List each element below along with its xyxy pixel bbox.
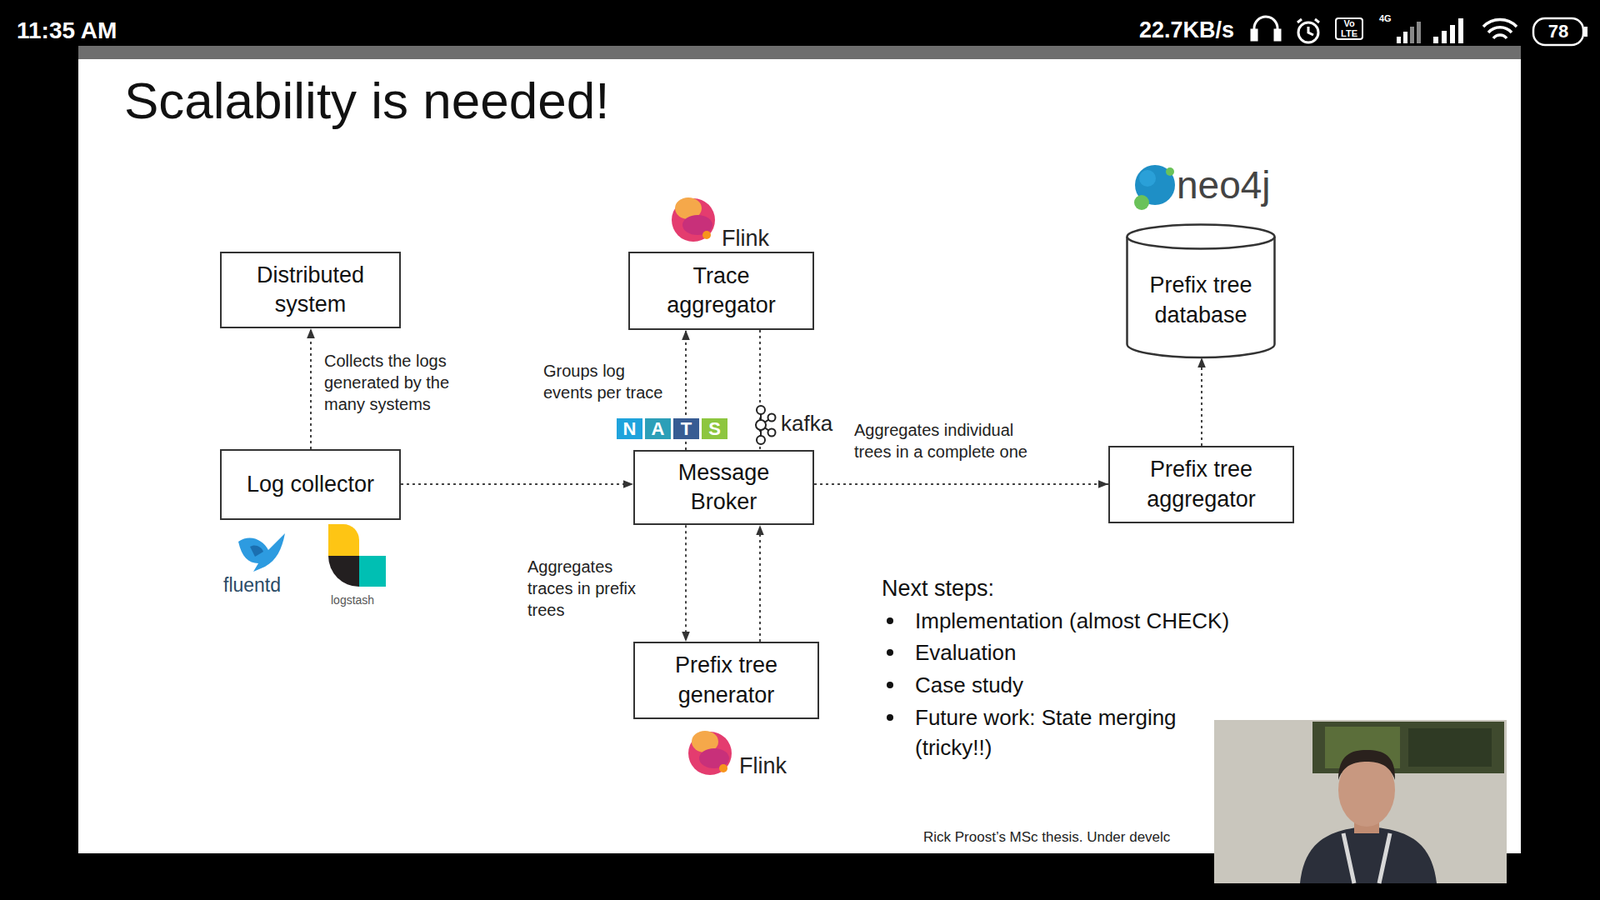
database-cylinder: Prefix tree database xyxy=(1125,223,1276,358)
logo-name: fluentd xyxy=(223,573,281,598)
dotted-arrow xyxy=(814,483,1109,485)
alarm-icon xyxy=(1297,19,1320,43)
dotted-arrow xyxy=(759,525,761,642)
bullet-dot xyxy=(886,617,894,721)
wifi-icon xyxy=(1483,20,1517,39)
network-speed: 22.7KB/s xyxy=(1139,16,1235,45)
signal-icon xyxy=(1396,21,1421,44)
volte-icon: Vo LTE xyxy=(1335,17,1364,40)
dotted-arrow xyxy=(400,483,634,485)
list-item: Implementation (almost CHECK) xyxy=(915,605,1230,636)
logo-name: logstash xyxy=(330,593,375,609)
window-strip xyxy=(78,45,1521,60)
process-box: Prefix tree generator xyxy=(633,641,820,720)
logo-letter: S xyxy=(701,418,728,440)
flink-logo xyxy=(671,197,715,242)
dotted-arrow xyxy=(310,328,312,450)
node-text: Log collector xyxy=(246,470,375,500)
logo-name: NATS xyxy=(615,416,732,441)
node-text: Prefix tree database xyxy=(1135,270,1266,330)
node-text: Prefix tree generator xyxy=(646,650,806,710)
dotted-arrow xyxy=(685,525,687,642)
logo-name: neo4j xyxy=(1176,161,1271,210)
signal-icon xyxy=(1433,18,1464,44)
logstash-logo xyxy=(328,524,386,587)
node-text: Message Broker xyxy=(646,458,801,517)
edge-label: Aggregates individual trees in a complet… xyxy=(854,419,1046,463)
node-text: Prefix tree aggregator xyxy=(1121,455,1281,514)
process-box: Prefix tree aggregator xyxy=(1108,445,1295,524)
list-item: Future work: State merging (tricky!!) xyxy=(915,702,1211,763)
webcam-video xyxy=(1214,720,1507,884)
process-box: Log collector xyxy=(220,449,401,520)
list-item: Evaluation xyxy=(915,637,1016,668)
cylinder-body xyxy=(1127,236,1275,358)
logo-name: kafka xyxy=(780,410,833,438)
logo-name: Flink xyxy=(739,752,787,781)
cylinder-top xyxy=(1127,225,1275,250)
edge-label: Collects the logs generated by the many … xyxy=(324,350,491,415)
dotted-arrow xyxy=(759,330,761,450)
network-type: 4G xyxy=(1379,13,1392,25)
slide-title: Scalability is needed! xyxy=(124,68,610,134)
edge-label: Groups log events per trace xyxy=(543,360,677,404)
logo-name: Flink xyxy=(721,225,770,254)
logo-letter: T xyxy=(673,418,700,440)
kafka-logo xyxy=(755,405,776,445)
list-heading: Next steps: xyxy=(881,575,995,604)
headphone-icon xyxy=(1251,16,1280,40)
battery-icon xyxy=(1533,18,1588,45)
process-box: Trace aggregator xyxy=(628,251,815,330)
edge-label: Aggregates traces in prefix trees xyxy=(527,555,657,621)
dotted-arrow xyxy=(1200,357,1203,446)
process-box: Distributed system xyxy=(220,251,401,329)
logo-letter: N xyxy=(616,418,643,440)
list-item: Case study xyxy=(915,670,1024,700)
node-text: Distributed system xyxy=(233,260,388,320)
logo-letter: A xyxy=(645,418,671,440)
process-box: Message Broker xyxy=(633,450,815,525)
footnote: Rick Proost’s MSc thesis. Under develc xyxy=(923,828,1170,846)
node-text: Trace aggregator xyxy=(641,261,801,320)
battery-level: 78 xyxy=(1533,18,1584,45)
fluentd-logo xyxy=(238,533,285,572)
status-time: 11:35 AM xyxy=(16,15,117,45)
neo4j-logo xyxy=(1134,165,1175,210)
flink-logo xyxy=(688,730,732,775)
